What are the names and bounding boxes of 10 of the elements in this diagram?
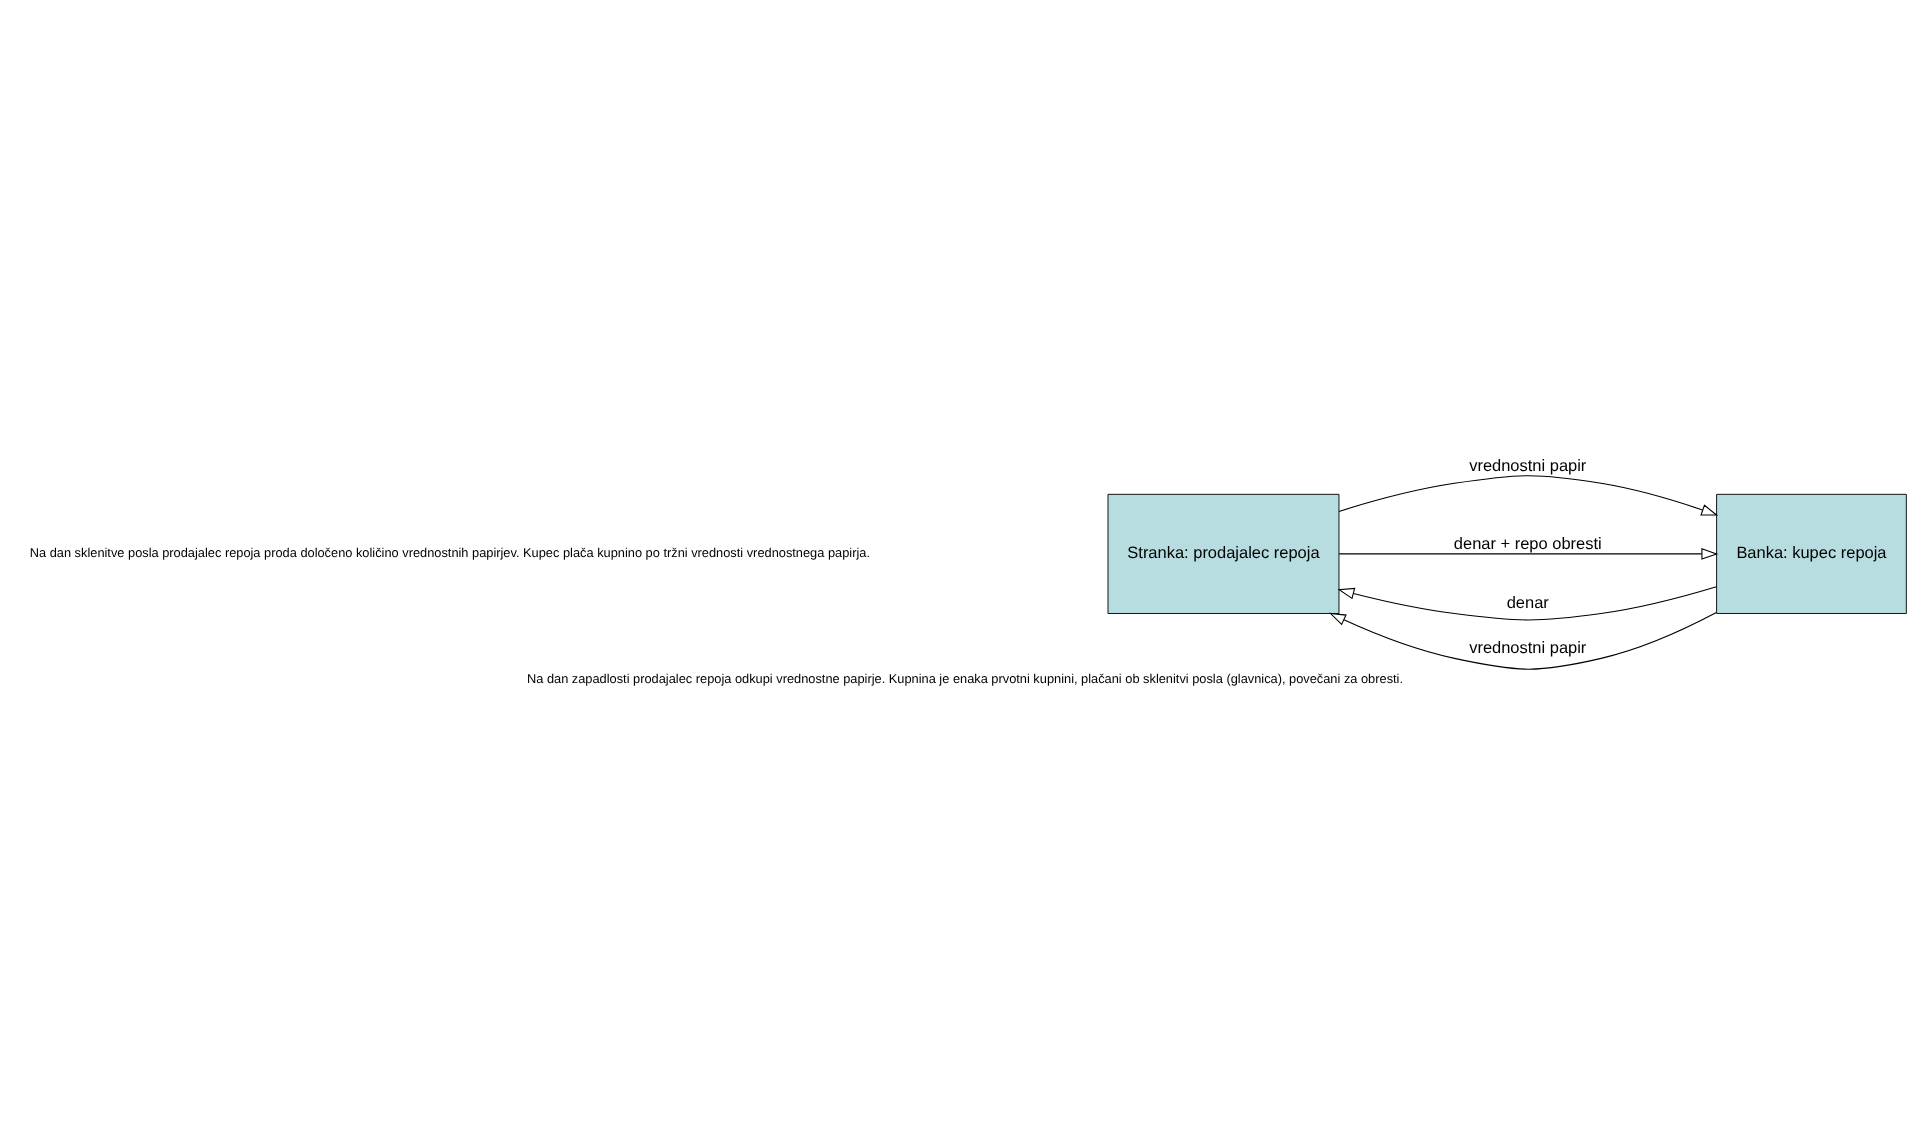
edge-label: vrednostni papir [1469, 638, 1587, 657]
arrow [1338, 474, 1719, 515]
arrow [1329, 610, 1717, 669]
edge-label: denar + repo obresti [1453, 533, 1602, 552]
arrow [1338, 547, 1719, 559]
node-box: Stranka: prodajalec repoja [1107, 492, 1340, 613]
edge-label: denar [1506, 593, 1549, 612]
edge-label: vrednostni papir [1469, 455, 1587, 474]
arrow [1337, 585, 1717, 620]
node-box: Banka: kupec repoja [1716, 492, 1907, 613]
